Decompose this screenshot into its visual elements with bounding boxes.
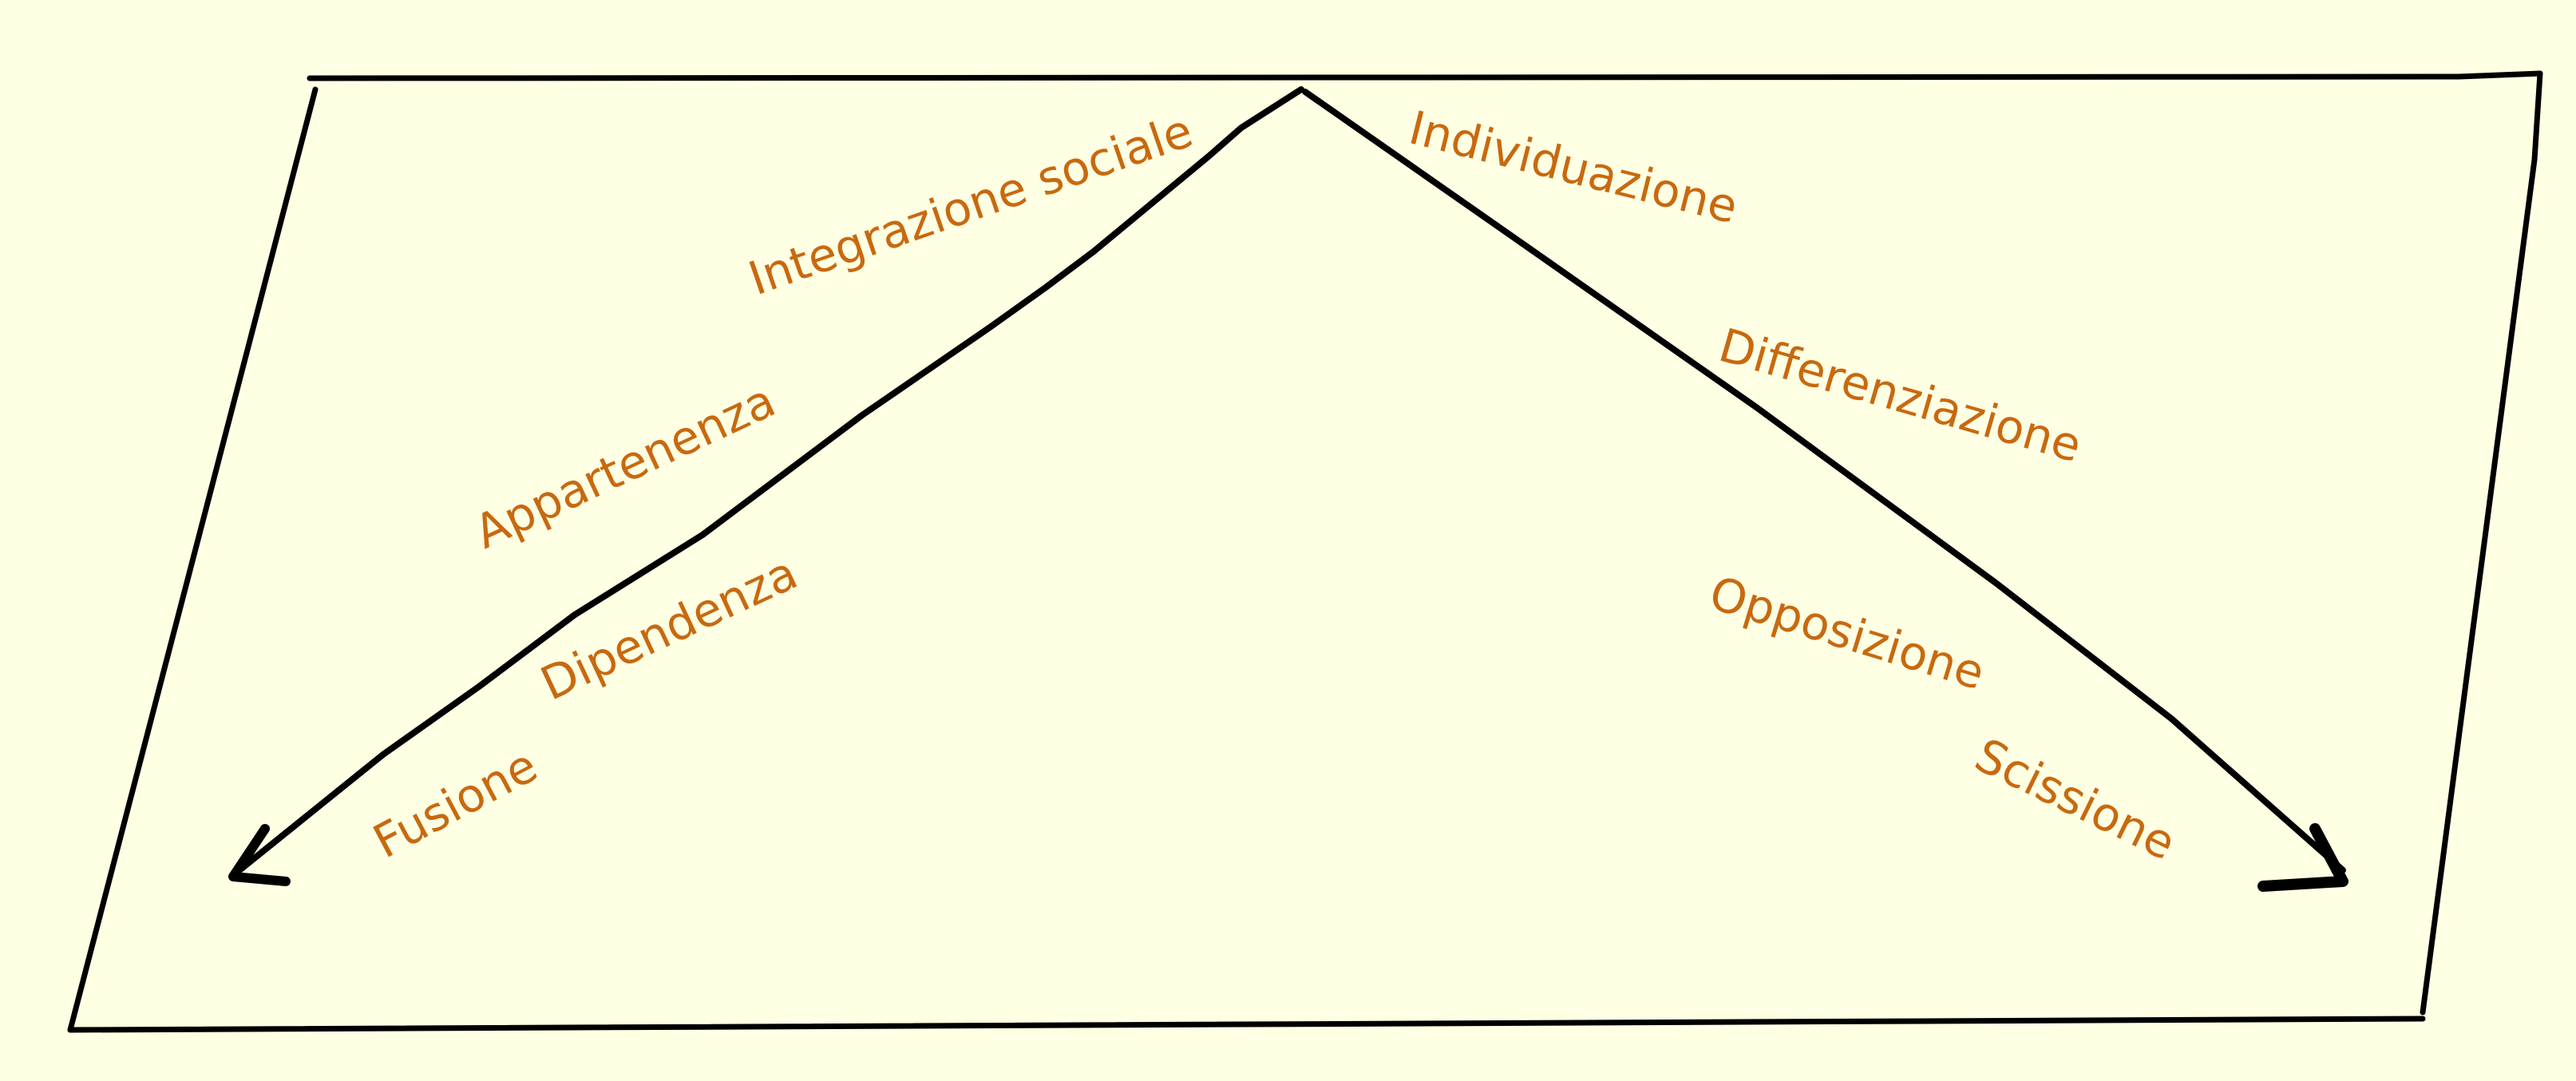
frame-right-edge [2420, 70, 2543, 1016]
frame-left-edge [67, 86, 319, 1033]
left-arrow-head [228, 824, 291, 886]
frame-top-edge [307, 70, 2543, 81]
label-dipendenza: Dipendenza [532, 545, 805, 711]
label-differenziazione: Differenziazione [1713, 318, 2087, 473]
label-scissione: Scissione [1967, 727, 2184, 870]
label-opposizione: Opposizione [1703, 565, 1991, 700]
label-appartenenza: Appartenenza [466, 373, 783, 559]
label-fusione: Fusione [365, 738, 546, 869]
label-integrazione-sociale: Integrazione sociale [742, 103, 1199, 306]
right-branch-line [1302, 89, 2346, 873]
left-branch-line [236, 86, 1304, 873]
label-individuazione: Individuazione [1404, 101, 1743, 235]
frame-bottom-edge [67, 1016, 2426, 1033]
right-arrow-head [2257, 823, 2348, 892]
